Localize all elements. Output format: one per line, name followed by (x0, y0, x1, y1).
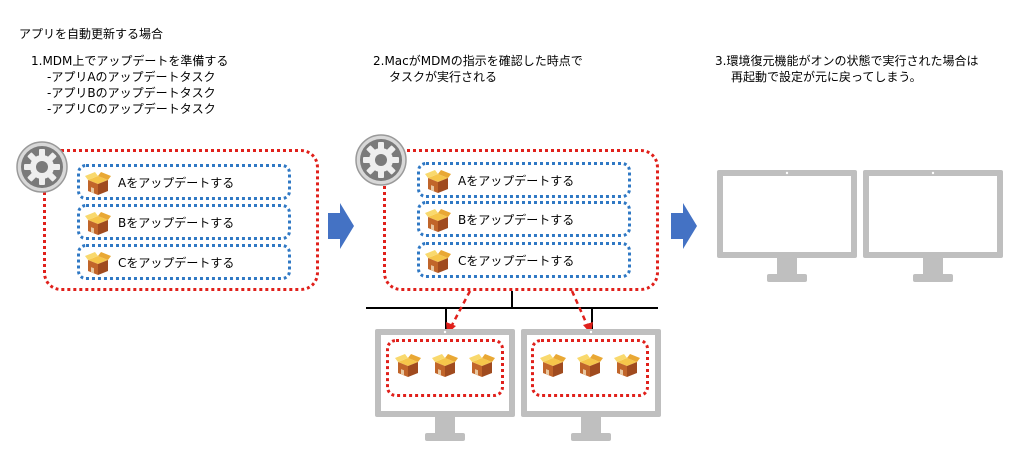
package-icon (425, 249, 451, 279)
package-icon (85, 171, 111, 201)
package-icon (577, 353, 603, 383)
package-icon (395, 353, 421, 383)
step2-task-group (383, 149, 659, 291)
task-box-a: Aをアップデートする (77, 164, 291, 200)
step2-title-line2: タスクが実行される (389, 70, 498, 84)
mdm-gear-icon (355, 134, 407, 190)
step1-item-b: -アプリBのアップデートタスク (47, 86, 216, 100)
installed-apps-group-left (386, 339, 504, 397)
package-icon (469, 353, 495, 383)
step1-item-a: -アプリAのアップデートタスク (47, 70, 216, 84)
package-icon (85, 251, 111, 281)
package-icon (540, 353, 566, 383)
mac-monitor-reset-left (717, 170, 857, 282)
package-icon (432, 353, 458, 383)
task-label-c: Cをアップデートする (118, 256, 235, 270)
step2-title-line1: 2.MacがMDMの指示を確認した時点で (373, 54, 583, 68)
step1-title: 1.MDM上でアップデートを準備する (31, 54, 229, 68)
task-label-a: Aをアップデートする (118, 176, 235, 190)
package-icon (425, 208, 451, 238)
right-arrow-icon (671, 203, 697, 249)
right-arrow-icon (328, 203, 354, 249)
step1-task-group (43, 149, 319, 291)
package-icon (85, 211, 111, 241)
installed-apps-group-right (531, 339, 649, 397)
task-box-c: Cをアップデートする (77, 244, 291, 280)
mac-monitor-reset-right (863, 170, 1003, 282)
step3-title-line2: 再起動で設定が元に戻ってしまう。 (731, 70, 922, 84)
package-icon (614, 353, 640, 383)
task-label-b: Bをアップデートする (458, 213, 575, 227)
package-icon (425, 169, 451, 199)
task-box-b: Bをアップデートする (77, 204, 291, 240)
task-label-a: Aをアップデートする (458, 174, 575, 188)
task-box-b: Bをアップデートする (417, 201, 631, 237)
diagram-heading: アプリを自動更新する場合 (19, 27, 164, 41)
task-label-b: Bをアップデートする (118, 216, 235, 230)
step3-title-line1: 3.環境復元機能がオンの状態で実行された場合は (715, 54, 979, 68)
step1-item-c: -アプリCのアップデートタスク (47, 102, 216, 116)
mdm-gear-icon (16, 141, 68, 197)
task-box-c: Cをアップデートする (417, 242, 631, 278)
task-label-c: Cをアップデートする (458, 254, 575, 268)
task-box-a: Aをアップデートする (417, 162, 631, 198)
